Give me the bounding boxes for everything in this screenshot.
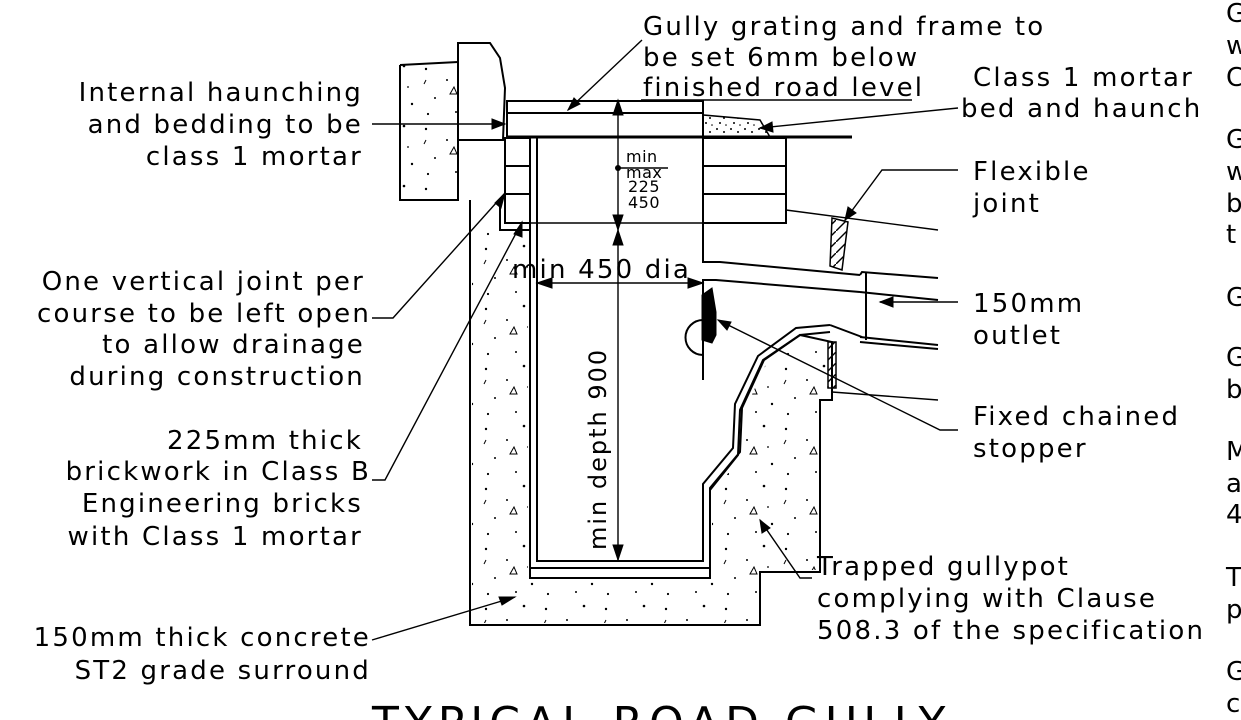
svg-text:a: a: [1226, 469, 1241, 499]
label-outlet: 150mm outlet: [973, 289, 1084, 351]
svg-text:Fixed chained: Fixed chained: [973, 402, 1180, 432]
svg-text:150mm: 150mm: [973, 289, 1084, 319]
svg-text:min: min: [626, 147, 658, 166]
kerb: [399, 42, 507, 201]
svg-text:during construction: during construction: [69, 362, 365, 392]
svg-text:Flexible: Flexible: [973, 157, 1091, 187]
leader-lines: [371, 39, 959, 641]
svg-text:course to be left open: course to be left open: [37, 299, 371, 329]
svg-text:C: C: [1226, 63, 1241, 93]
svg-text:stopper: stopper: [973, 434, 1088, 464]
svg-text:225mm thick: 225mm thick: [167, 426, 363, 456]
label-gully-grating: Gully grating and frame to be set 6mm be…: [641, 12, 1045, 103]
svg-text:c: c: [1226, 689, 1241, 719]
right-column-text: G w C G w b t G G b M a 4 T p G c: [1225, 0, 1241, 719]
min-dia-label: min 450 dia: [512, 255, 691, 285]
svg-text:G: G: [1226, 343, 1241, 373]
svg-text:p: p: [1226, 595, 1241, 625]
svg-text:b: b: [1226, 375, 1241, 405]
svg-text:finished road level: finished road level: [643, 73, 924, 103]
svg-text:508.3 of the specification: 508.3 of the specification: [817, 616, 1205, 646]
svg-text:M: M: [1226, 437, 1241, 467]
svg-text:t: t: [1226, 220, 1238, 250]
label-flexible-joint: Flexible joint: [972, 157, 1091, 219]
svg-text:Class 1 mortar: Class 1 mortar: [973, 63, 1194, 93]
svg-text:G: G: [1226, 0, 1241, 29]
dimension-text: min 450 dia min depth 900 min max 225 45…: [512, 147, 691, 550]
svg-text:be set 6mm below: be set 6mm below: [643, 43, 919, 73]
svg-text:G: G: [1226, 125, 1241, 155]
svg-text:Engineering bricks: Engineering bricks: [82, 489, 363, 519]
svg-text:brickwork in Class B: brickwork in Class B: [66, 457, 371, 487]
label-fixed-stopper: Fixed chained stopper: [973, 402, 1180, 464]
svg-text:T: T: [1225, 563, 1241, 593]
svg-text:150mm thick concrete: 150mm thick concrete: [34, 623, 371, 653]
svg-text:Trapped gullypot: Trapped gullypot: [816, 552, 1070, 582]
svg-text:class 1 mortar: class 1 mortar: [146, 142, 363, 172]
svg-text:450: 450: [628, 193, 660, 212]
brick-courses: [504, 137, 939, 231]
label-mortar-bed: Class 1 mortar bed and haunch: [961, 63, 1202, 124]
svg-text:4: 4: [1226, 500, 1241, 530]
svg-text:One vertical joint per: One vertical joint per: [42, 267, 365, 297]
gully-pot: [529, 138, 939, 569]
svg-text:w: w: [1226, 157, 1241, 187]
min-depth-label: min depth 900: [584, 348, 612, 550]
svg-text:to allow drainage: to allow drainage: [102, 330, 365, 360]
svg-text:max: max: [626, 163, 662, 182]
label-vertical-joint: One vertical joint per course to be left…: [37, 267, 371, 392]
svg-text:with Class 1 mortar: with Class 1 mortar: [68, 522, 363, 552]
svg-text:G: G: [1226, 657, 1241, 687]
svg-text:ST2 grade surround: ST2 grade surround: [75, 656, 371, 686]
svg-text:G: G: [1226, 283, 1241, 313]
svg-text:bed and haunch: bed and haunch: [961, 94, 1202, 124]
drawing-title: TYPICAL ROAD GULLY: [371, 698, 951, 720]
svg-text:complying with Clause: complying with Clause: [817, 584, 1157, 614]
label-concrete: 150mm thick concrete ST2 grade surround: [34, 623, 371, 686]
label-gullypot: Trapped gullypot complying with Clause 5…: [816, 552, 1205, 646]
svg-text:and bedding to be: and bedding to be: [88, 110, 363, 140]
label-brickwork: 225mm thick brickwork in Class B Enginee…: [66, 426, 371, 552]
grating-frame: [506, 100, 852, 139]
svg-text:Internal haunching: Internal haunching: [79, 78, 363, 108]
label-internal-haunching: Internal haunching and bedding to be cla…: [79, 78, 363, 172]
svg-text:outlet: outlet: [973, 321, 1062, 351]
svg-text:joint: joint: [972, 189, 1041, 219]
svg-text:b: b: [1226, 189, 1241, 219]
svg-text:w: w: [1226, 31, 1241, 61]
svg-text:Gully grating and frame to: Gully grating and frame to: [643, 12, 1045, 42]
svg-text:225: 225: [628, 177, 660, 196]
dimension-lines: [530, 98, 705, 562]
